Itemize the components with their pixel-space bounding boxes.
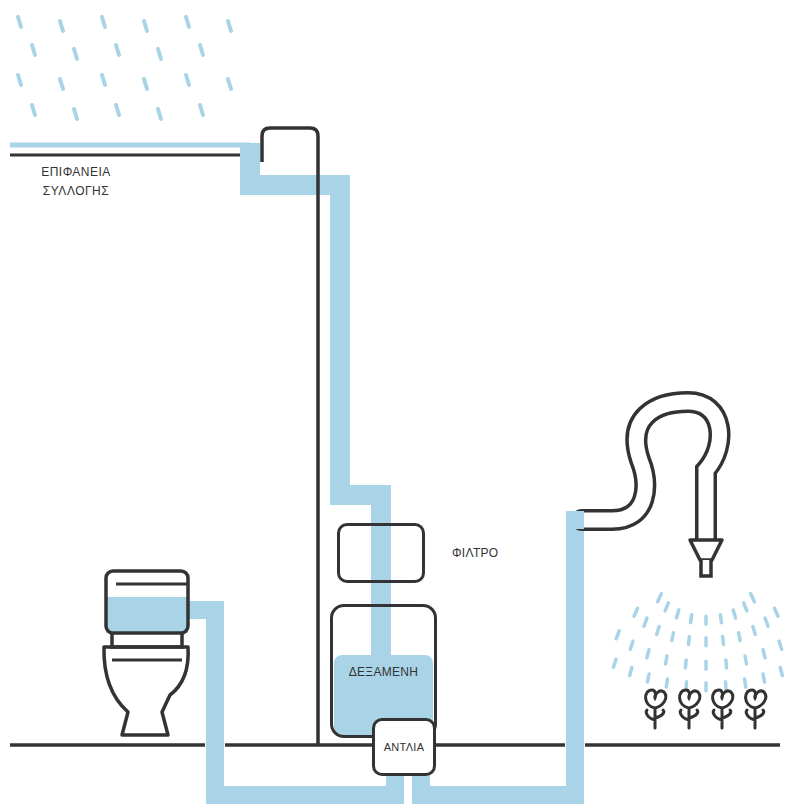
rain-drop (186, 75, 189, 85)
flower (713, 690, 733, 728)
toilet-pipe (185, 610, 395, 795)
spray-drop (724, 660, 728, 668)
rain-drop (74, 109, 77, 119)
rain-drop (228, 79, 231, 89)
collection-surface (10, 154, 245, 157)
spray-drop (780, 667, 782, 675)
rain-drop (60, 79, 63, 89)
garden-pipe (421, 520, 585, 795)
spray-drop (745, 679, 746, 687)
spray-drop (630, 641, 633, 649)
spray-drop (751, 594, 755, 602)
tank-label: ΔΕΞΑΜΕΝΗ (349, 665, 419, 679)
rain-drop (200, 45, 203, 55)
rain-drop (158, 49, 161, 59)
rain-drop (116, 45, 119, 55)
toilet (104, 571, 188, 735)
collection-surface-water (10, 143, 250, 148)
rain-drop (32, 45, 35, 55)
rain-drops (18, 17, 231, 119)
spray-drop (647, 674, 649, 682)
spray-drop (774, 608, 778, 616)
tank-inlet-pipe (371, 602, 391, 657)
rain-drop (186, 17, 189, 27)
rain-drop (200, 105, 203, 115)
rain-drop (102, 17, 105, 27)
spray-drop (739, 633, 741, 641)
filter-box: ΦΙΛΤΡΟ (337, 523, 425, 583)
spray-drop (634, 608, 638, 616)
spray-drop (704, 638, 708, 646)
rain-drop (18, 75, 21, 85)
spray-drop (765, 618, 768, 626)
spray-drop (684, 660, 688, 668)
spray-drop (647, 650, 649, 658)
spray-drop (658, 594, 662, 602)
spray-drop (644, 618, 647, 626)
pump-label: ΑΝΤΛΙΑ (384, 741, 425, 753)
rain-drop (60, 21, 63, 31)
spray-drop (724, 682, 728, 690)
spray-drop (691, 615, 692, 623)
rain-drop (228, 21, 231, 31)
flower (680, 690, 700, 728)
collection-surface-label: ΕΠΙΦΑΝΕΙΑ ΣΥΛΛΟΓΗΣ (20, 163, 132, 201)
water-spray (613, 594, 788, 691)
spray-drop (704, 616, 708, 624)
spray-drop (721, 636, 725, 644)
spray-drop (763, 674, 765, 682)
spray-drop (745, 656, 746, 664)
wall-line (262, 128, 318, 745)
spray-drop (616, 631, 619, 639)
flower (646, 690, 666, 728)
spray-drop (704, 661, 708, 669)
filter-pipe (371, 520, 391, 586)
spray-drop (704, 683, 708, 691)
rain-drop (32, 105, 35, 115)
rain-drop (18, 17, 21, 27)
spray-drop (733, 610, 735, 618)
spray-drop (744, 603, 747, 611)
spray-drop (676, 610, 678, 618)
spray-drop (666, 679, 667, 687)
filter-label: ΦΙΛΤΡΟ (452, 546, 499, 560)
spray-drop (672, 633, 674, 641)
spray-drop (763, 650, 765, 658)
spray-drop (687, 636, 691, 644)
rain-drop (102, 75, 105, 85)
spray-drop (720, 615, 721, 623)
flowers (646, 690, 766, 728)
flower (746, 690, 766, 728)
spray-drop (753, 626, 755, 634)
spray-drop (657, 626, 659, 634)
pump-box: ΑΝΤΛΙΑ (372, 718, 436, 776)
spray-drop (779, 641, 782, 649)
rain-drop (158, 109, 161, 119)
spray-drop (666, 656, 667, 664)
rain-drop (116, 105, 119, 115)
pipe-connector (371, 583, 391, 604)
downpipe (250, 143, 381, 523)
rain-drop (144, 79, 147, 89)
spray-drop (630, 667, 632, 675)
spray-drop (665, 603, 668, 611)
rain-drop (144, 21, 147, 31)
garden-hose (566, 402, 722, 576)
rain-drop (74, 49, 77, 59)
spray-drop (613, 659, 616, 667)
